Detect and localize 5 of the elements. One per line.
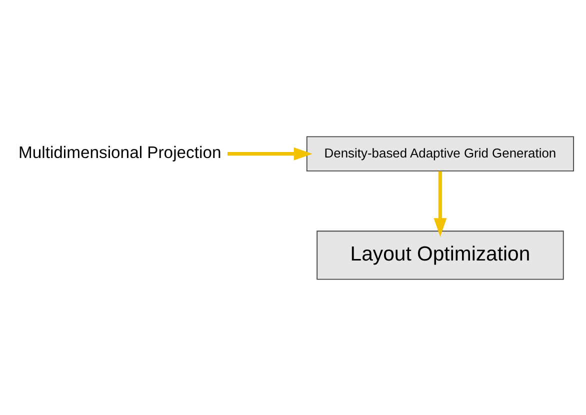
node-box: Layout Optimization bbox=[316, 230, 564, 280]
node-box: Density-based Adaptive Grid Generation bbox=[306, 136, 574, 171]
node-text: Multidimensional Projection bbox=[18, 142, 222, 162]
arrow bbox=[227, 146, 312, 160]
arrow bbox=[434, 170, 447, 236]
